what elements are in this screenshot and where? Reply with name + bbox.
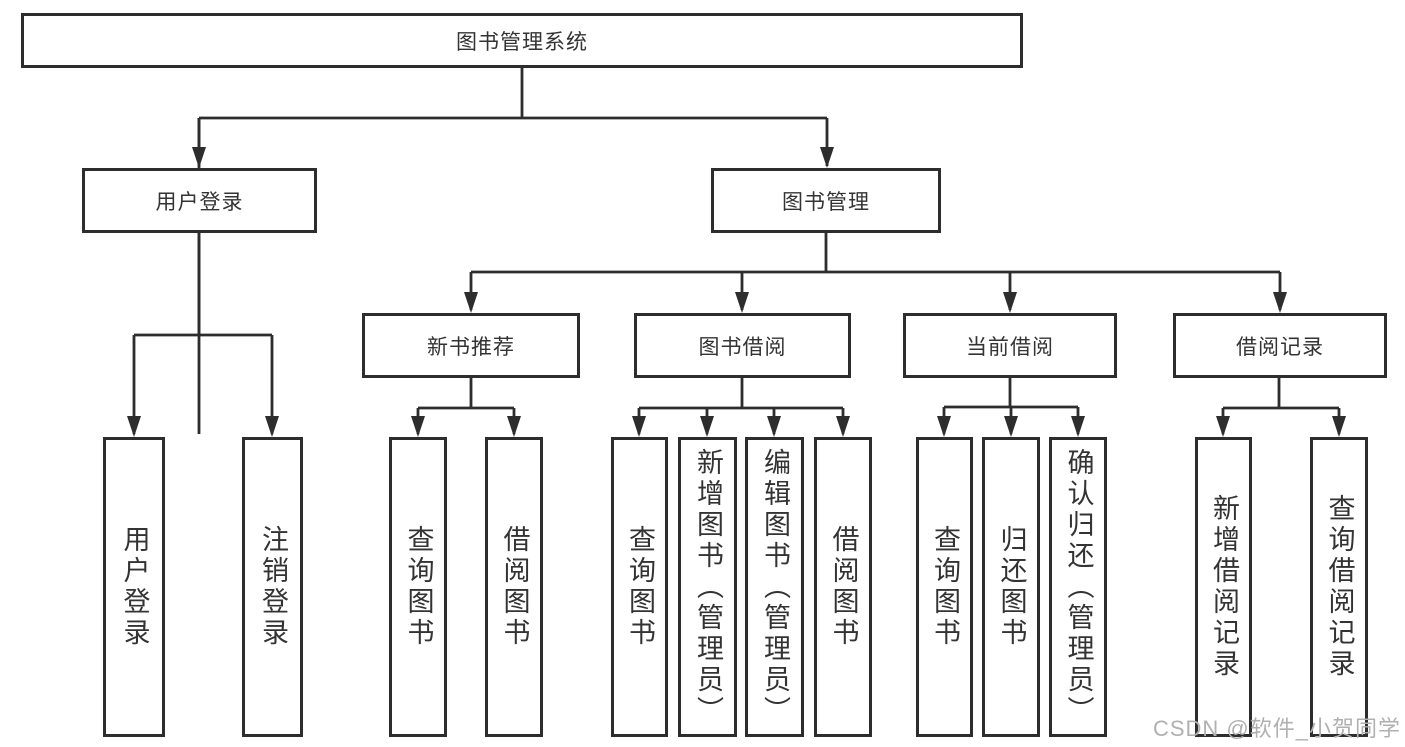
node-label: 借阅图书 xyxy=(499,525,530,649)
node-label: 注销登录 xyxy=(258,525,288,649)
connector-root-to-level2 xyxy=(192,68,834,434)
connector-path xyxy=(416,378,516,434)
node-label: 新书推荐 xyxy=(427,335,515,359)
arrow-down-icon xyxy=(1004,416,1018,437)
node-label: 查询借阅记录 xyxy=(1324,494,1355,680)
leaf-borrow-books: 借阅图书 xyxy=(814,437,872,737)
node-label: 新增借阅记录 xyxy=(1209,494,1239,680)
connector-path xyxy=(197,68,829,434)
arrow-down-icon xyxy=(1071,416,1085,437)
node-label: 新增图书（管理员） xyxy=(693,447,723,727)
arrow-down-icon xyxy=(820,147,834,168)
arrow-down-icon xyxy=(1273,292,1287,313)
arrow-down-icon xyxy=(700,416,714,437)
node-label: 查询图书 xyxy=(403,525,434,649)
connector-book-management-to-level3 xyxy=(464,233,1287,313)
node-label: 当前借阅 xyxy=(966,335,1054,359)
connector-path xyxy=(637,378,845,434)
node-label: 借阅记录 xyxy=(1236,335,1324,359)
connector-borrowing-records-to-leaves xyxy=(1216,378,1346,437)
arrow-down-icon xyxy=(937,416,951,437)
leaf-add-book-admin: 新增图书（管理员） xyxy=(678,437,737,737)
arrow-down-icon xyxy=(1332,416,1346,437)
node-new-book-recommendation: 新书推荐 xyxy=(362,313,580,378)
arrow-down-icon xyxy=(192,147,206,168)
node-label: 归还图书 xyxy=(996,525,1027,649)
leaf-confirm-return-admin: 确认归还（管理员） xyxy=(1049,437,1107,737)
leaf-edit-book-admin: 编辑图书（管理员） xyxy=(745,437,804,737)
leaf-user-login: 用户登录 xyxy=(103,437,165,737)
node-label: 图书管理系统 xyxy=(456,30,588,54)
connector-path xyxy=(1221,378,1341,434)
leaf-query-borrow-record: 查询借阅记录 xyxy=(1310,437,1368,737)
connector-path xyxy=(942,378,1080,434)
arrow-down-icon xyxy=(507,416,521,437)
arrow-down-icon xyxy=(836,416,850,437)
node-label: 用户登录 xyxy=(155,190,244,214)
leaf-query-books: 查询图书 xyxy=(389,437,447,737)
node-label: 用户登录 xyxy=(119,525,150,649)
node-book-borrowing: 图书借阅 xyxy=(634,313,851,378)
leaf-add-borrow-record: 新增借阅记录 xyxy=(1195,437,1252,737)
arrow-down-icon xyxy=(411,416,425,437)
connector-current-borrowing-to-leaves xyxy=(937,378,1085,437)
arrow-down-icon xyxy=(632,416,646,437)
arrow-down-icon xyxy=(1003,292,1017,313)
node-label: 图书管理 xyxy=(782,190,870,214)
node-label: 编辑图书（管理员） xyxy=(760,447,790,727)
leaf-query-books: 查询图书 xyxy=(611,437,668,737)
arrow-down-icon xyxy=(265,416,279,437)
node-label: 查询图书 xyxy=(930,525,960,649)
leaf-logout: 注销登录 xyxy=(242,437,303,737)
connector-path xyxy=(469,233,1282,310)
connector-path xyxy=(132,233,274,434)
node-borrowing-records: 借阅记录 xyxy=(1173,313,1387,378)
watermark: CSDN @软件_小贺同学 xyxy=(1152,716,1401,741)
node-library-management-system: 图书管理系统 xyxy=(21,13,1023,68)
arrow-down-icon xyxy=(1216,416,1230,437)
arrow-down-icon xyxy=(127,416,141,437)
leaf-query-books: 查询图书 xyxy=(916,437,973,737)
leaf-return-books: 归还图书 xyxy=(982,437,1040,737)
node-label: 借阅图书 xyxy=(828,525,859,649)
node-label: 确认归还（管理员） xyxy=(1063,447,1094,727)
arrow-down-icon xyxy=(767,416,781,437)
node-label: 图书借阅 xyxy=(698,335,787,359)
node-label: 查询图书 xyxy=(625,525,655,649)
arrow-down-icon xyxy=(464,292,478,313)
node-current-borrowing: 当前借阅 xyxy=(903,313,1117,378)
arrow-down-icon xyxy=(735,292,749,313)
node-user-login: 用户登录 xyxy=(82,168,317,233)
connector-user-login-to-leaves xyxy=(127,233,279,437)
connector-book-borrowing-to-leaves xyxy=(632,378,850,437)
connector-new-book-rec-to-leaves xyxy=(411,378,521,437)
leaf-borrow-books: 借阅图书 xyxy=(485,437,543,737)
node-book-management: 图书管理 xyxy=(711,168,941,233)
